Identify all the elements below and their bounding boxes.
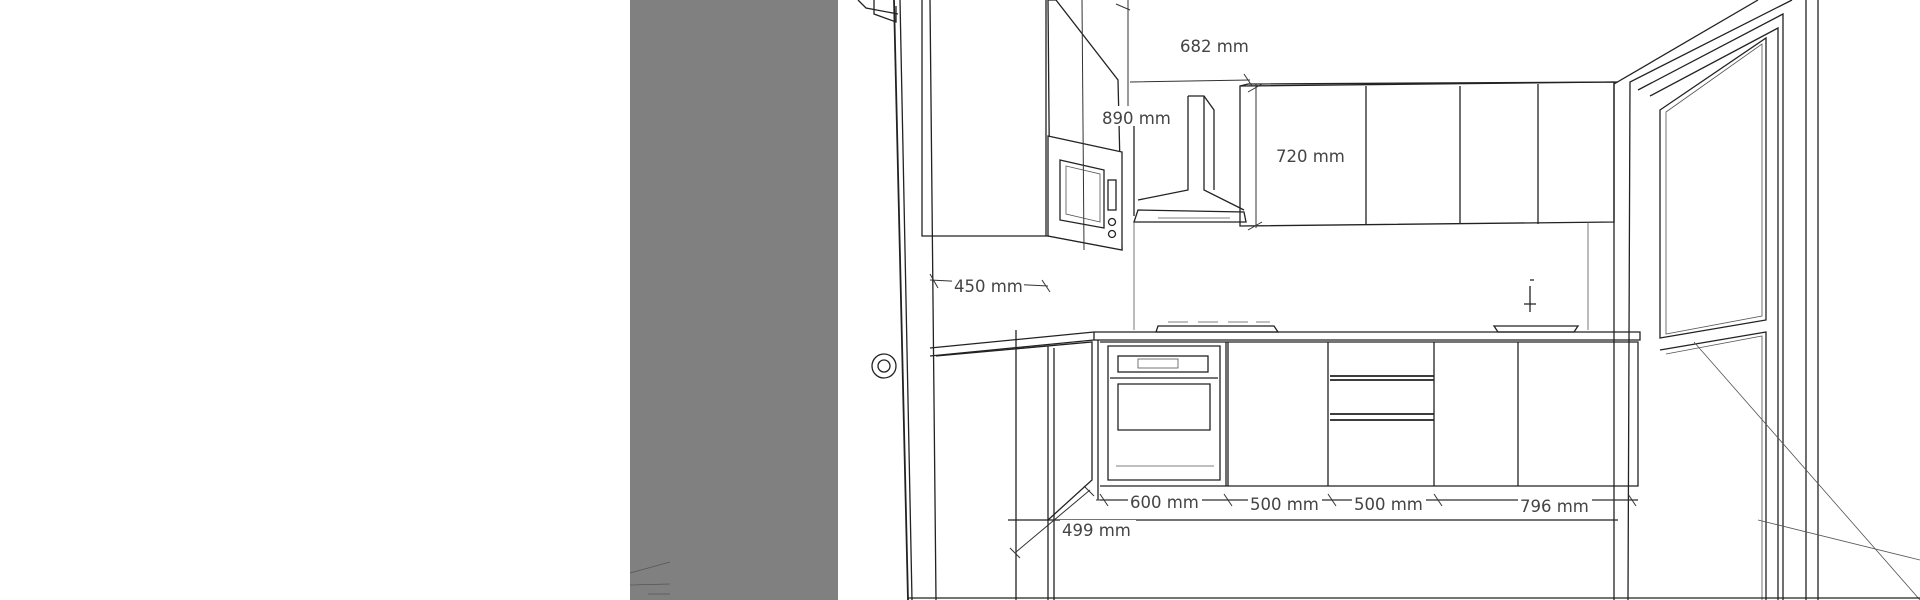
dim-tall-upper: 890 mm [1102,109,1171,128]
dimension-labels: 682 mm 890 mm 720 mm 450 mm 600 mm 500 m… [952,34,1592,540]
microwave-icon [1047,135,1123,251]
dim-side-depth: 450 mm [954,277,1023,296]
kitchen-3d-view: 682 mm 890 mm 720 mm 450 mm 600 mm 500 m… [838,0,1920,600]
dim-top-depth: 682 mm [1180,37,1249,56]
tap-icon [1524,279,1536,312]
dim-base-2: 500 mm [1354,495,1423,514]
wall-units [1239,81,1619,227]
blank-canvas-area [0,0,630,600]
panel-corner-lines [630,561,671,595]
oven-icon [1107,345,1221,481]
range-hood-icon [1122,95,1247,223]
door-knob-icon [871,353,897,379]
gray-side-panel [630,0,838,600]
dim-oven-width: 600 mm [1130,493,1199,512]
countertop [929,331,1641,357]
door [1637,12,1920,600]
base-units [935,340,1639,600]
backsplash [1133,222,1589,330]
room-walls [857,0,1819,600]
dim-wall-unit-height: 720 mm [1276,147,1345,166]
dim-sink-width: 796 mm [1520,497,1589,516]
sink-icon [1492,325,1580,333]
dimension-lines [929,0,1637,559]
kitchen-drawing: 682 mm 890 mm 720 mm 450 mm 600 mm 500 m… [857,0,1920,600]
wall-bracket-icon [873,0,897,23]
dim-base-1: 500 mm [1250,495,1319,514]
hob-icon [1155,321,1280,333]
dim-return-width: 499 mm [1062,521,1131,540]
